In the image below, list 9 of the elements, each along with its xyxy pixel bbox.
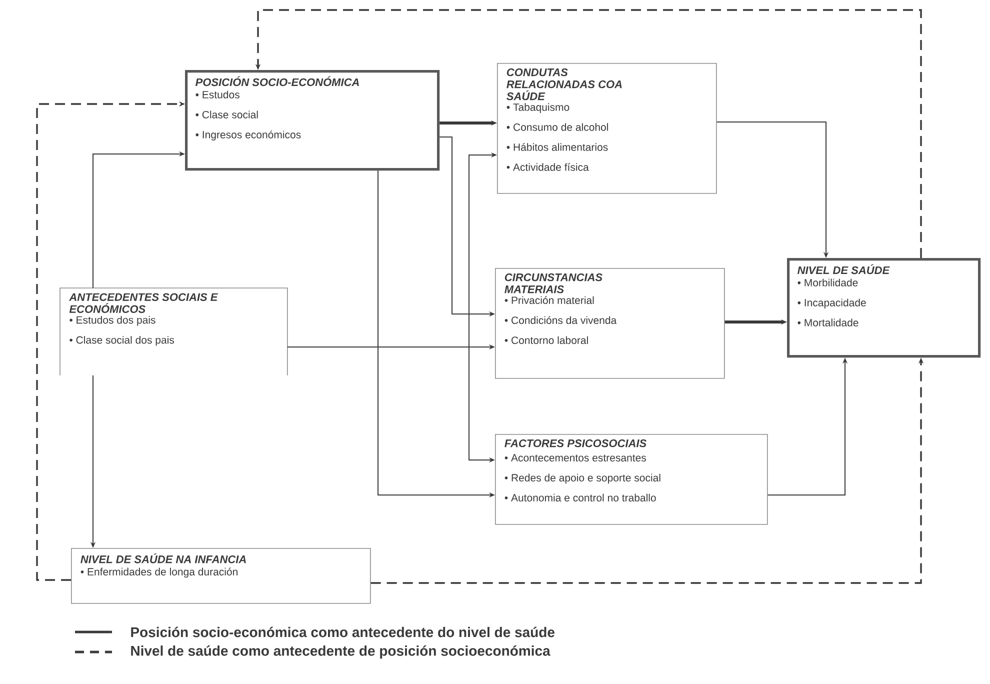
factor-box: CONDUTAS RELACIONADAS COA SAÚDE • Tabaquismo • Consumo de alcohol • Hábitos alimentarios • Actividade física xyxy=(497,63,717,194)
legend-text: Posición socio-económica como antecedente do nivel de saúde xyxy=(131,626,554,638)
factor-box: FACTORES PSICOSOCIAIS • Acontecementos estresantes • Redes de apoio e soporte social • Autonomia e control no traballo xyxy=(495,434,768,525)
factor-box: NIVEL DE SAÚDE NA INFANCIA • Enfermidades de longa duración xyxy=(71,548,371,604)
factor-box: CIRCUNSTANCIAS MATERIAIS • Privación material • Condicións da vivenda • Contorno laboral xyxy=(495,268,725,379)
category-box: POSICIÓN SOCIO-ECONÓMICA • Estudos • Clase social • Ingresos económicos xyxy=(185,70,440,171)
factor-box: ANTECEDENTES SOCIAIS E ECONÓMICOS • Estudos dos pais • Clase social dos pais xyxy=(60,288,288,376)
legend-text: Nivel de saúde como antecedente de posición socioeconómica xyxy=(131,645,550,659)
category-box: NIVEL DE SAÚDE • Morbilidade • Incapacidade • Mortalidade xyxy=(787,258,981,358)
